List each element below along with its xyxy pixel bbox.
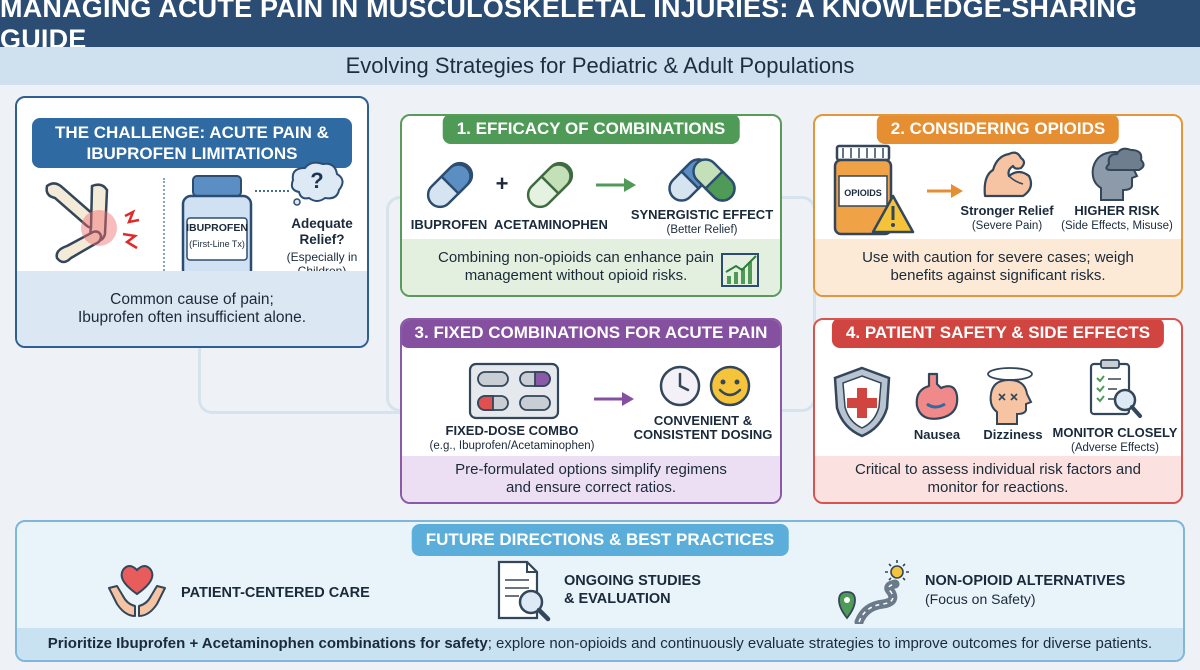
- question-title-text: Adequate Relief?: [291, 216, 353, 247]
- future-footer-text: Prioritize Ibuprofen + Acetaminophen com…: [48, 635, 1152, 653]
- plus-sign: +: [495, 171, 509, 196]
- stomach-icon: [915, 372, 959, 420]
- synergy-sub: (Better Relief): [666, 224, 738, 236]
- bottle-label-text: IBUPROFEN: [186, 222, 248, 234]
- monitor-label: MONITOR CLOSELY (Adverse Effects): [1051, 426, 1179, 455]
- fixed-footer: Pre-formulated options simplify regimens…: [402, 456, 780, 502]
- fixed-combo-sub: (e.g., Ibuprofen/Acetaminophen): [429, 440, 595, 452]
- connector-mid: [386, 196, 402, 412]
- fixed-title: 3. FIXED COMBINATIONS FOR ACUTE PAIN: [402, 320, 780, 348]
- monitor-sub: (Adverse Effects): [1071, 442, 1159, 454]
- future-title: FUTURE DIRECTIONS & BEST PRACTICES: [411, 524, 789, 556]
- question-title: Adequate Relief?: [277, 216, 367, 248]
- ibuprofen-pill-icon: [426, 161, 474, 209]
- convenient-label: CONVENIENT & CONSISTENT DOSING: [628, 414, 778, 442]
- efficacy-panel: 1. EFFICACY OF COMBINATIONS + IBUPROFEN …: [400, 114, 782, 297]
- future-item-2-line2: & EVALUATION: [564, 591, 671, 607]
- blister-pack-icon: [468, 362, 560, 420]
- fixed-combo-label: FIXED-DOSE COMBO (e.g., Ibuprofen/Acetam…: [422, 424, 602, 453]
- page-subtitle: Evolving Strategies for Pediatric & Adul…: [0, 47, 1200, 85]
- future-item-3-sub: (Focus on Safety): [925, 591, 1036, 607]
- future-panel: FUTURE DIRECTIONS & BEST PRACTICES PATIE…: [15, 520, 1185, 662]
- synergy-label-text: SYNERGISTIC EFFECT: [630, 207, 774, 222]
- higher-risk-sub: (Side Effects, Misuse): [1061, 220, 1173, 232]
- efficacy-footer-text: Combining non-opioids can enhance pain m…: [437, 249, 715, 284]
- bottle-label: IBUPROFEN: [183, 222, 251, 234]
- arrow-right-icon: [596, 178, 636, 192]
- connector-left: [198, 348, 403, 414]
- muscle-arm-icon: [983, 151, 1033, 198]
- convenient-text: CONVENIENT & CONSISTENT DOSING: [633, 413, 773, 442]
- future-item-2: ONGOING STUDIES & EVALUATION: [564, 572, 701, 608]
- clock-icon: [659, 365, 701, 407]
- future-footer-rest: ; explore non-opioids and continuously e…: [487, 635, 1153, 652]
- arrow-right-icon: [594, 392, 634, 406]
- future-footer-bold: Prioritize Ibuprofen + Acetaminophen com…: [47, 635, 488, 652]
- opioids-footer: Use with caution for severe cases; weigh…: [815, 239, 1181, 295]
- opioids-title: 2. CONSIDERING OPIOIDS: [876, 116, 1120, 144]
- nausea-label: Nausea: [905, 428, 969, 442]
- efficacy-title: 1. EFFICACY OF COMBINATIONS: [442, 116, 740, 144]
- trend-chart-icon: [721, 253, 759, 287]
- connector-right: [782, 196, 816, 412]
- challenge-divider: [163, 178, 165, 278]
- acetaminophen-label-text: ACETAMINOPHEN: [494, 217, 608, 232]
- acetaminophen-pill-icon: [526, 161, 574, 209]
- future-item-2-line1: ONGOING STUDIES: [564, 573, 701, 589]
- head-storm-icon: [1091, 147, 1145, 201]
- opioids-panel: 2. CONSIDERING OPIOIDS OPIOIDS Stronger …: [813, 114, 1183, 297]
- higher-risk-text: HIGHER RISK: [1074, 203, 1160, 218]
- nausea-text: Nausea: [913, 427, 961, 442]
- stronger-relief-text: Stronger Relief: [960, 203, 1054, 218]
- synergy-label: SYNERGISTIC EFFECT (Better Relief): [624, 208, 780, 237]
- future-footer: Prioritize Ibuprofen + Acetaminophen com…: [17, 628, 1183, 660]
- safety-title: 4. PATIENT SAFETY & SIDE EFFECTS: [831, 320, 1165, 348]
- fixed-combo-text: FIXED-DOSE COMBO: [445, 423, 579, 438]
- dizziness-label: Dizziness: [975, 428, 1051, 442]
- heart-hands-icon: [108, 565, 166, 617]
- challenge-footer: Common cause of pain; Ibuprofen often in…: [17, 271, 367, 346]
- bottle-sub: (First-Line Tx): [189, 239, 245, 249]
- dotted-link: [255, 190, 289, 192]
- question-mark: ?: [310, 168, 324, 193]
- safety-footer: Critical to assess individual risk facto…: [815, 456, 1181, 502]
- future-item-3: NON-OPIOID ALTERNATIVES (Focus on Safety…: [925, 572, 1125, 608]
- document-search-icon: [497, 560, 551, 622]
- efficacy-footer: Combining non-opioids can enhance pain m…: [402, 239, 780, 295]
- ibuprofen-bottle-icon: [181, 175, 253, 280]
- future-item-3-text: NON-OPIOID ALTERNATIVES: [925, 573, 1126, 589]
- clipboard-magnifier-icon: [1089, 359, 1142, 418]
- future-item-1: PATIENT-CENTERED CARE: [181, 585, 370, 601]
- smiley-icon: [709, 365, 751, 407]
- challenge-title: THE CHALLENGE: ACUTE PAIN & IBUPROFEN LI…: [32, 118, 352, 168]
- thought-bubble-icon: [290, 161, 344, 206]
- challenge-panel: THE CHALLENGE: ACUTE PAIN & IBUPROFEN LI…: [15, 96, 369, 348]
- safety-panel: 4. PATIENT SAFETY & SIDE EFFECTS Nausea …: [813, 318, 1183, 504]
- page-title: MANAGING ACUTE PAIN IN MUSCULOSKELETAL I…: [0, 0, 1200, 54]
- acetaminophen-label: ACETAMINOPHEN: [494, 217, 608, 232]
- higher-risk-label: HIGHER RISK (Side Effects, Misuse): [1055, 204, 1179, 233]
- stronger-relief-sub: (Severe Pain): [971, 220, 1043, 232]
- opioid-bottle-label: OPIOIDS: [844, 188, 882, 198]
- ibuprofen-label: IBUPROFEN: [408, 218, 490, 232]
- dizzy-head-icon: [987, 367, 1033, 425]
- shield-icon: [833, 366, 891, 438]
- stronger-relief-label: Stronger Relief (Severe Pain): [947, 204, 1067, 233]
- monitor-text: MONITOR CLOSELY: [1052, 425, 1178, 440]
- injured-knee-icon: [45, 182, 140, 264]
- combined-pills-icon: [668, 158, 736, 202]
- opioid-bottle-icon: [833, 144, 915, 236]
- fixed-panel: 3. FIXED COMBINATIONS FOR ACUTE PAIN FIX…: [400, 318, 782, 504]
- road-sun-icon: [838, 560, 909, 624]
- ibuprofen-label-text: IBUPROFEN: [410, 217, 488, 232]
- arrow-right-icon: [927, 184, 963, 198]
- dizziness-text: Dizziness: [983, 427, 1043, 442]
